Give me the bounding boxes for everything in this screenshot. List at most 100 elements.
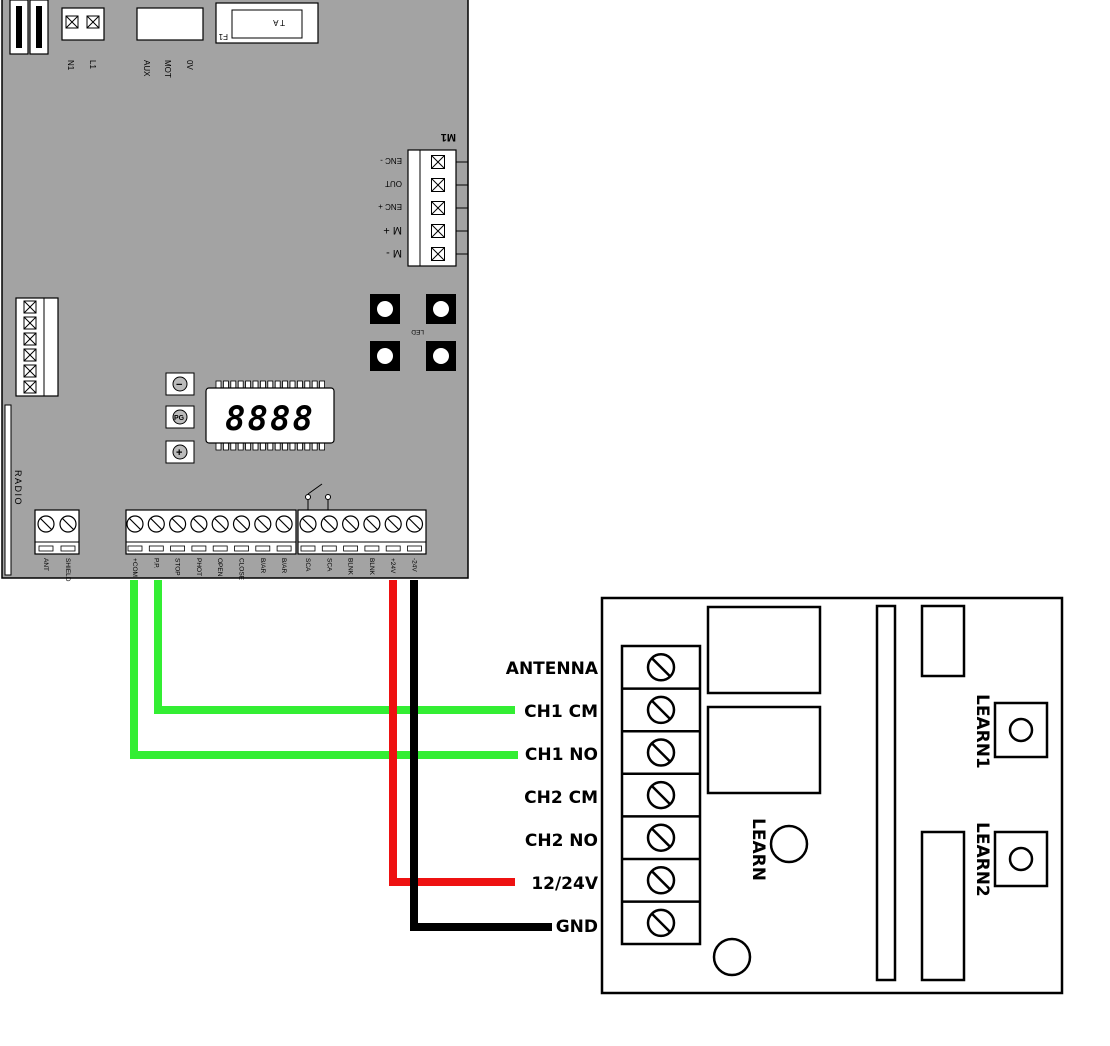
radio-label: RADIO: [13, 470, 23, 506]
m1-header: M1: [441, 131, 456, 143]
screw-terminal: [232, 515, 251, 533]
m1-connector: M1 ENC - OUT ENC + M + M -: [378, 131, 468, 267]
screw-terminal: [646, 695, 676, 725]
screw-terminal: [211, 515, 229, 533]
m1-label-out: OUT: [385, 179, 402, 188]
radio-receiver: ANTENNA CH1 CM CH1 NO CH2 CM CH2 NO 12/2…: [506, 596, 1064, 995]
control-board: N1 L1 AUX MOT 0V T A F1 M1 ENC - OUT ENC…: [1, 0, 469, 582]
wires: [130, 580, 552, 931]
relay-symbol: [305, 483, 331, 510]
m1-label-enc-minus: ENC -: [380, 156, 402, 165]
plus-button[interactable]: +: [176, 447, 182, 459]
component-bottom: [920, 830, 966, 982]
terminal-pin: [23, 380, 37, 394]
terminal-label-aux: AUX: [142, 60, 151, 77]
input-terminal-block: [125, 509, 297, 555]
terminal-pin: [431, 247, 445, 261]
radio-slot: [4, 404, 12, 576]
output-terminal-block: [297, 509, 427, 555]
rx-label-ch2-cm: CH2 CM: [524, 788, 598, 808]
terminal-label: PHOT: [195, 558, 202, 576]
terminal-pin: [23, 364, 37, 378]
terminal-pin: [86, 15, 100, 29]
led-indicator: [712, 937, 752, 977]
terminal-label: B/AR: [259, 558, 266, 573]
learn-button[interactable]: [769, 824, 809, 864]
screw-terminal: [126, 515, 144, 533]
fuse-clips: [9, 0, 49, 55]
terminal-label: STOP: [174, 558, 181, 576]
antenna-terminal: ANT SHIELD: [34, 509, 80, 582]
terminal-pin: [65, 15, 79, 29]
m1-label-enc-plus: ENC +: [378, 202, 402, 211]
screw-terminal: [646, 653, 676, 682]
rx-label-gnd: GND: [556, 917, 598, 937]
display-digits: 8888: [225, 399, 315, 439]
pg-button[interactable]: PG: [174, 415, 185, 422]
screw-terminal: [190, 515, 208, 533]
terminal-label: B/AR: [280, 558, 287, 573]
learn2-label: LEARN2: [972, 822, 992, 897]
screw-terminal: [59, 515, 77, 533]
rx-label-ch2-no: CH2 NO: [525, 831, 598, 851]
led-label: LED: [411, 328, 424, 335]
terminal-pin: [431, 155, 445, 169]
rx-label-power: 12/24V: [531, 874, 599, 894]
screw-terminal: [646, 738, 676, 767]
terminal-pin: [23, 332, 37, 346]
terminal-label-ant: ANT: [42, 558, 49, 571]
screw-terminal: [646, 823, 676, 852]
terminal-pin: [431, 201, 445, 215]
screw-terminal: [254, 515, 272, 533]
screw-terminal: [37, 515, 55, 533]
fuse-f1: T A F1: [215, 2, 319, 44]
screw-terminal: [299, 515, 317, 533]
screw-terminal: [646, 780, 676, 810]
screw-terminal: [169, 515, 187, 533]
screw-terminal: [646, 866, 676, 895]
terminal-label-n1: N1: [66, 60, 75, 71]
antenna-strip: [875, 604, 897, 982]
screw-terminal: [384, 515, 402, 533]
terminal-label: OPEN: [216, 558, 223, 577]
terminal-label: -24V: [411, 558, 418, 572]
terminal-pin: [23, 300, 37, 314]
rx-label-ch1-cm: CH1 CM: [524, 702, 598, 722]
program-buttons: − PG +: [165, 372, 195, 464]
terminal-label: SCA: [325, 558, 332, 572]
component-top: [920, 604, 966, 678]
screw-terminal: [342, 515, 360, 533]
terminal-label: SCA: [304, 558, 311, 572]
terminal-label: BLNK: [347, 558, 354, 576]
learn1-button[interactable]: [1008, 717, 1034, 743]
led-indicators: LED: [370, 294, 456, 371]
terminal-label: P.P.: [152, 558, 159, 569]
terminal-pin: [431, 224, 445, 238]
terminal-pin: [23, 316, 37, 330]
terminal-pin: [23, 348, 37, 362]
screw-terminal: [646, 908, 676, 938]
m1-label-m-plus: M +: [383, 224, 402, 236]
rx-label-ch1-no: CH1 NO: [525, 745, 598, 765]
terminal-label: CLOSE: [238, 558, 245, 581]
learn2-button[interactable]: [1008, 846, 1034, 872]
minus-button[interactable]: −: [176, 379, 182, 391]
m1-label-m-minus: M -: [386, 247, 402, 259]
screw-terminal: [363, 515, 381, 533]
relay-1: [706, 605, 822, 695]
screw-terminal: [275, 515, 293, 533]
screw-terminal: [320, 515, 338, 533]
wire-ground: [410, 580, 552, 931]
wire-pp-to-ch1-cm: [154, 580, 515, 714]
learn-label: LEARN: [748, 818, 768, 881]
rx-label-antenna: ANTENNA: [506, 659, 599, 679]
radio-module-connector: [15, 297, 59, 397]
terminal-label: BLNK: [368, 558, 375, 576]
wire-com-to-ch1-no: [130, 580, 518, 759]
relay-2: [706, 705, 822, 795]
terminal-label-0v: 0V: [185, 60, 194, 70]
learn1-label: LEARN1: [972, 694, 992, 769]
screw-terminal: [405, 515, 424, 533]
motor-supply-terminal: AUX MOT 0V: [136, 7, 204, 78]
